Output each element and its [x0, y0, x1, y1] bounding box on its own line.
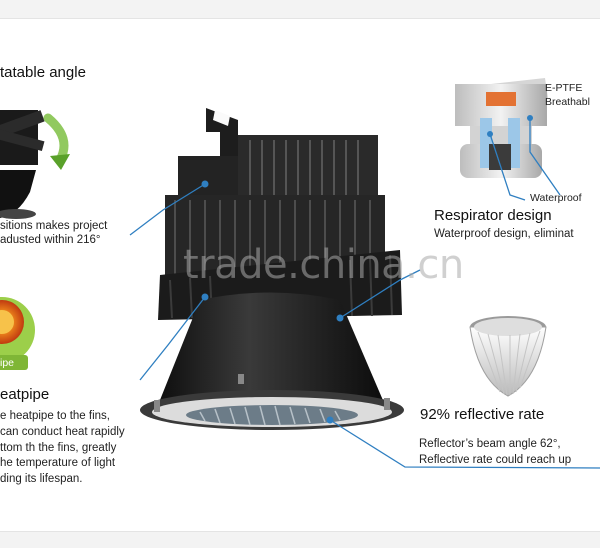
respirator-cutaway-image	[455, 78, 548, 178]
rotatable-angle-title: tatable angle	[0, 64, 86, 81]
heatpipe-desc-2: can conduct heat rapidly	[0, 426, 125, 438]
heatpipe-desc-5: ding its lifespan.	[0, 473, 83, 485]
rotatable-angle-desc-1: sitions makes project	[0, 220, 108, 232]
heatpipe-desc-3: ttom th the fins, greatly	[0, 442, 117, 454]
heatpipe-desc-1: e heatpipe to the fins,	[0, 410, 110, 422]
heatpipe-badge-icon	[0, 297, 35, 370]
callout-dots	[201, 115, 533, 424]
rotation-arrow-icon	[43, 113, 70, 170]
breathable-label: Breathabl	[545, 96, 590, 108]
callout-line-heatpipe	[139, 296, 206, 381]
callout-line-respirator	[339, 269, 421, 319]
reflective-desc-2: Reflective rate could reach up	[419, 454, 572, 466]
callout-line-reflective	[329, 419, 600, 469]
callout-line-breathable	[529, 118, 561, 196]
heatpipe-badge-label: ipe	[0, 357, 15, 369]
watermark-text: trade.china.cn	[183, 242, 464, 288]
reflector-cup-image	[469, 316, 547, 397]
reflective-title: 92% reflective rate	[420, 406, 545, 423]
rotatable-angle-desc-2: adusted within 216°	[0, 234, 101, 246]
heatpipe-desc-4: he temperature of light	[0, 457, 116, 469]
waterproof-label: Waterproof	[530, 192, 582, 204]
callout-line-waterproof	[489, 133, 526, 201]
callout-lines	[129, 118, 600, 469]
respirator-desc: Waterproof design, eliminat	[434, 228, 574, 240]
high-bay-lamp-image	[140, 108, 404, 430]
callout-line-rotatable	[129, 183, 206, 236]
rotatable-lamp-image	[0, 110, 45, 219]
eptfe-label: E-PTFE	[545, 82, 583, 94]
reflective-desc-1: Reflector’s beam angle 62°,	[419, 438, 561, 450]
respirator-title: Respirator design	[434, 207, 552, 224]
heatpipe-title: eatpipe	[0, 386, 50, 403]
